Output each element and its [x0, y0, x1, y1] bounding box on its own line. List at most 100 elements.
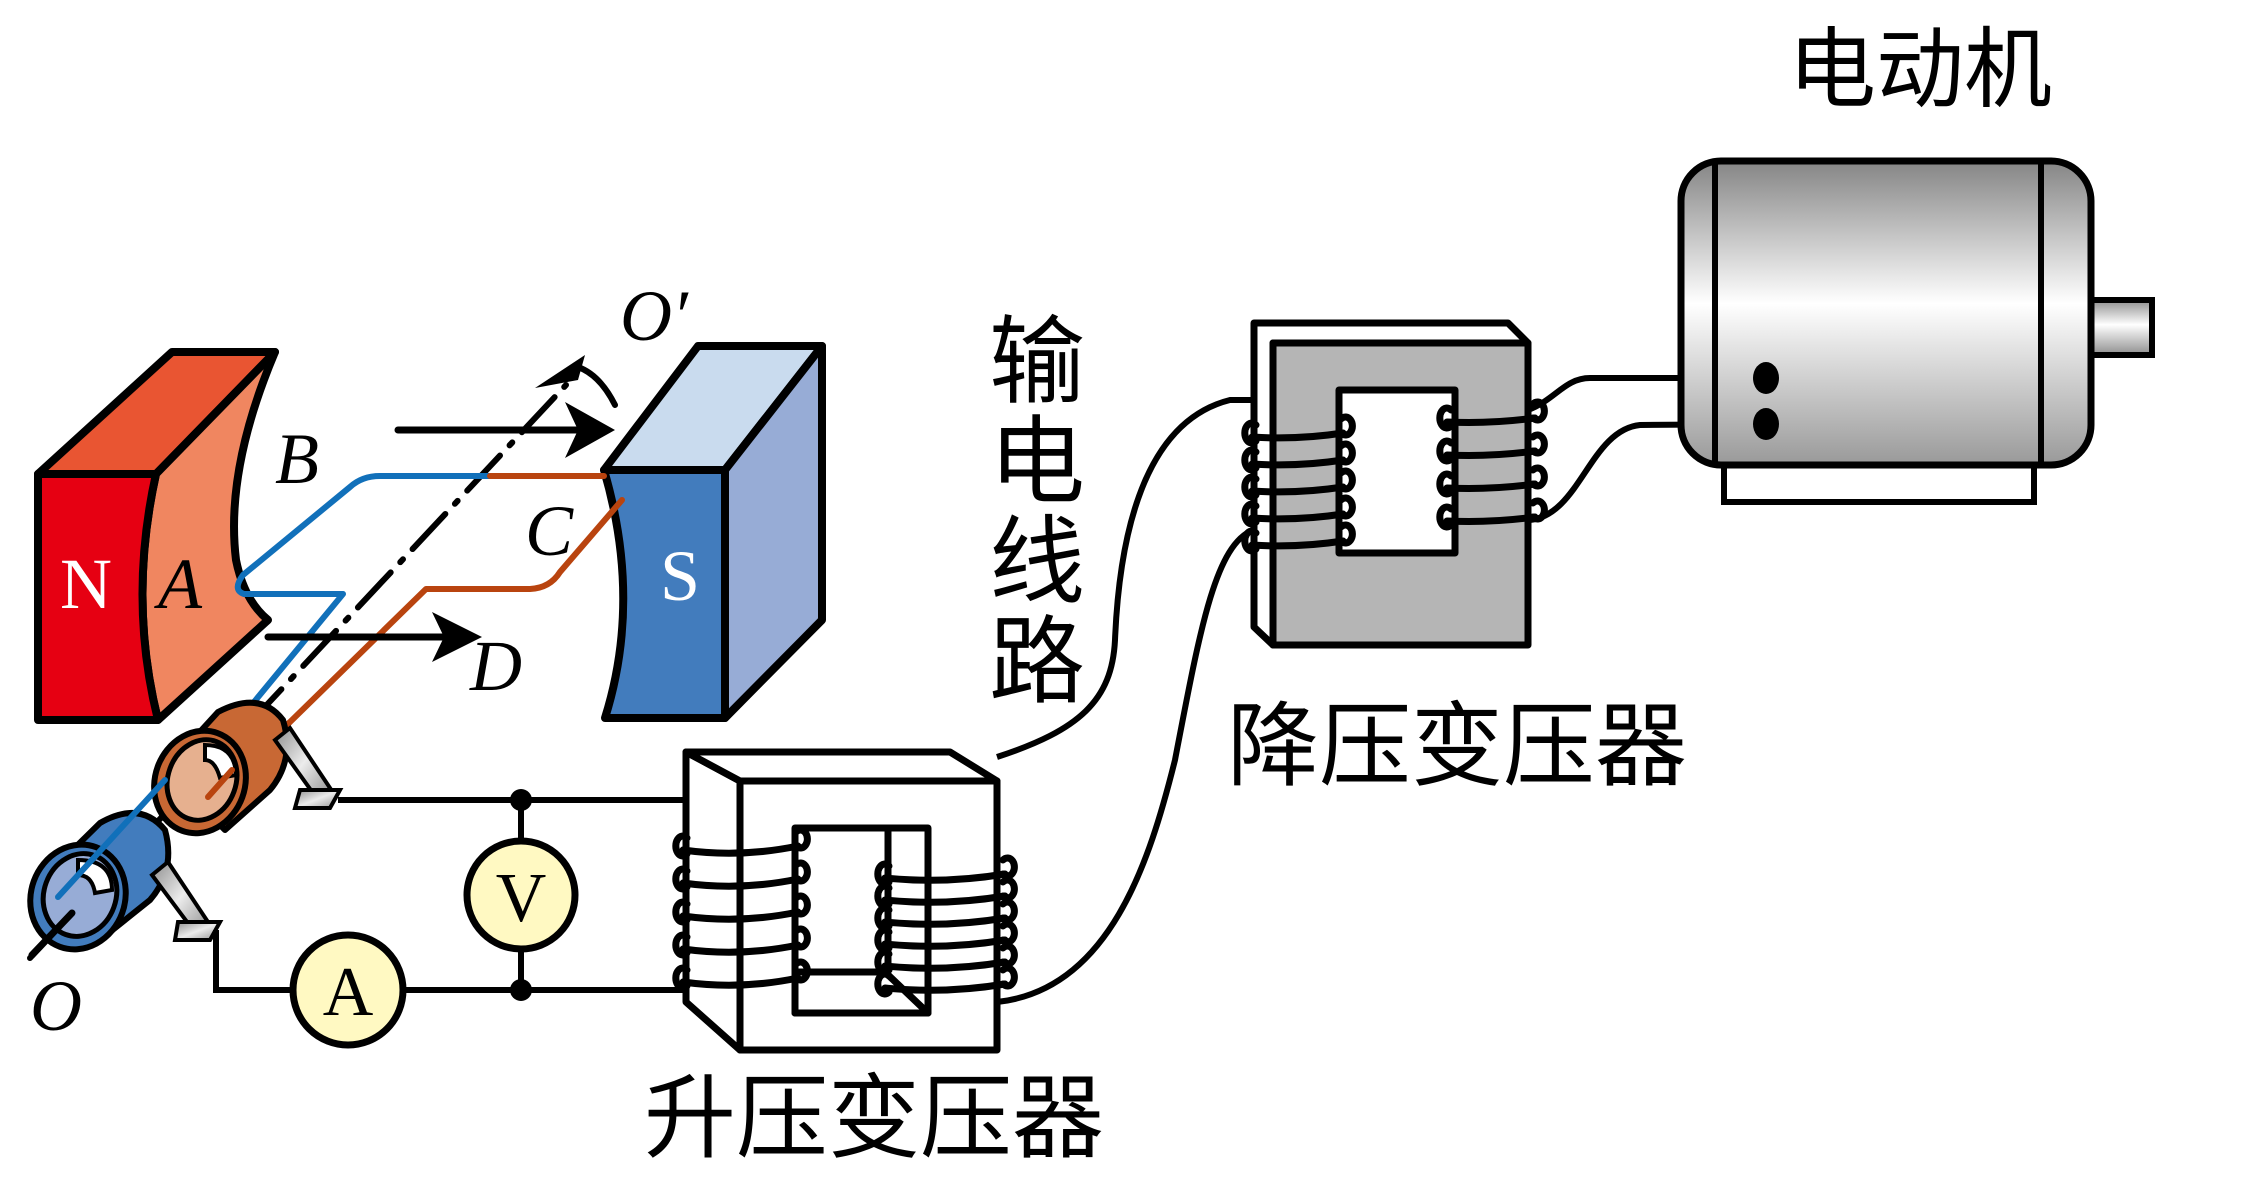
field-arrow-lower-head-icon [432, 612, 482, 662]
magnetic-field-arrows [264, 402, 615, 662]
step-up-primary-turn [679, 842, 802, 857]
step-down-primary-loop [1241, 500, 1260, 528]
coil-lead-brown [205, 767, 235, 800]
generator-circuit-wires [213, 797, 686, 993]
rotation-direction-arc [575, 364, 618, 408]
step-up-primary-loop [792, 892, 811, 918]
step-down-primary-loop [1241, 473, 1260, 501]
north-magnet: N A [34, 348, 279, 724]
step-down-secondary-loop [1436, 437, 1455, 465]
slip-ring-blue [27, 777, 172, 959]
north-pole-label: N [60, 544, 112, 624]
step-up-secondary-turn [881, 936, 1009, 950]
ammeter-label: A [323, 954, 374, 1031]
step-down-secondary-loop [1529, 431, 1548, 457]
brush-lower [149, 859, 224, 942]
step-down-primary-loop [1337, 440, 1356, 466]
coil-corner-c-label: C [525, 491, 574, 571]
motor-body [1677, 157, 2095, 469]
axis-shaft-end [28, 909, 76, 959]
coil-lead-blue [55, 777, 168, 900]
step-down-primary-turn [1248, 456, 1347, 469]
transmission-line-lower [996, 527, 1255, 1005]
step-up-secondary-loop [999, 920, 1018, 946]
step-down-primary-loop [1241, 446, 1260, 474]
step-down-primary-turn [1248, 537, 1347, 550]
step-up-primary-loop [672, 964, 691, 992]
step-down-secondary-turn [1443, 480, 1539, 492]
step-up-primary-turn [679, 974, 802, 989]
axis-start-label: O [30, 966, 82, 1046]
step-down-secondary-turn [1443, 447, 1539, 459]
transmission-label-char-2: 电 [989, 406, 1085, 518]
south-pole-label: S [660, 536, 700, 616]
coil-wire-blue [162, 473, 493, 813]
motor-feed-lower [1529, 421, 1783, 523]
coil-corner-a-label: A [154, 544, 203, 624]
step-up-primary-loop [672, 865, 691, 893]
step-down-transformer [1250, 319, 1532, 649]
south-magnet: S [600, 342, 826, 722]
step-down-secondary-turn [1443, 513, 1539, 525]
step-up-secondary-turn [881, 958, 1009, 972]
step-down-transformer-label: 降压变压器 [1227, 693, 1687, 800]
step-down-secondary-loop [1436, 503, 1455, 531]
transmission-lines [996, 397, 1258, 1005]
motor [1677, 157, 2155, 505]
rotating-coil [162, 473, 625, 813]
field-arrow-upper-head-icon [565, 402, 615, 458]
step-down-primary-loop [1337, 521, 1356, 547]
step-down-secondary-loop [1529, 464, 1548, 490]
motor-feed-upper [1526, 375, 1782, 413]
voltmeter: V [463, 837, 579, 953]
junction-bottom [510, 979, 532, 1001]
step-up-secondary-loop [999, 854, 1018, 880]
coil-wire-brown [202, 473, 625, 803]
step-up-secondary-turn [881, 980, 1009, 994]
motor-label: 电动机 [1788, 18, 2052, 121]
transmission-line-upper [996, 397, 1258, 760]
motor-feed-wires [1526, 375, 1783, 523]
step-down-secondary-turn [1443, 414, 1539, 426]
step-down-primary-turn [1248, 510, 1347, 523]
step-up-secondary-loop [999, 942, 1018, 968]
transmission-label-char-3: 线 [989, 506, 1085, 618]
step-up-secondary-loop [999, 964, 1018, 990]
transmission-label-char-1: 输 [989, 306, 1085, 418]
step-up-primary-turn [679, 908, 802, 923]
ammeter: A [289, 931, 407, 1049]
step-up-primary-turn [679, 875, 802, 890]
step-up-primary-loop [672, 832, 691, 860]
step-up-primary-loop [792, 826, 811, 852]
step-up-window-inner [791, 968, 932, 1017]
step-up-primary-loop [672, 931, 691, 959]
step-up-secondary-turn [881, 892, 1009, 906]
wire-bottom [213, 930, 293, 993]
brush-upper [272, 725, 344, 810]
step-up-coils [672, 826, 1018, 998]
axis-end-label: O′ [620, 276, 689, 356]
step-up-secondary-turn [881, 870, 1009, 884]
north-magnet-front [34, 470, 162, 724]
step-down-primary-loop [1337, 413, 1356, 439]
step-up-secondary-turn [881, 914, 1009, 928]
step-up-primary-loop [792, 958, 811, 984]
step-down-secondary-loop [1529, 398, 1548, 424]
transmission-label-char-4: 路 [989, 606, 1085, 718]
slip-ring-brown [151, 699, 290, 837]
step-down-secondary-loop [1436, 470, 1455, 498]
coil-corner-d-label: D [469, 626, 522, 706]
step-up-secondary-loop [999, 876, 1018, 902]
transmission-line-label: 输 电 线 路 [989, 306, 1085, 718]
step-down-primary-loop [1241, 527, 1260, 555]
step-up-primary-turn [679, 941, 802, 956]
motor-shaft [2087, 297, 2155, 358]
step-up-secondary-loop [999, 898, 1018, 924]
junction-top [510, 789, 532, 811]
step-down-secondary-loop [1436, 404, 1455, 432]
step-down-primary-turn [1248, 429, 1347, 442]
motor-terminal-lower [1753, 408, 1779, 440]
step-up-primary-loop [672, 898, 691, 926]
